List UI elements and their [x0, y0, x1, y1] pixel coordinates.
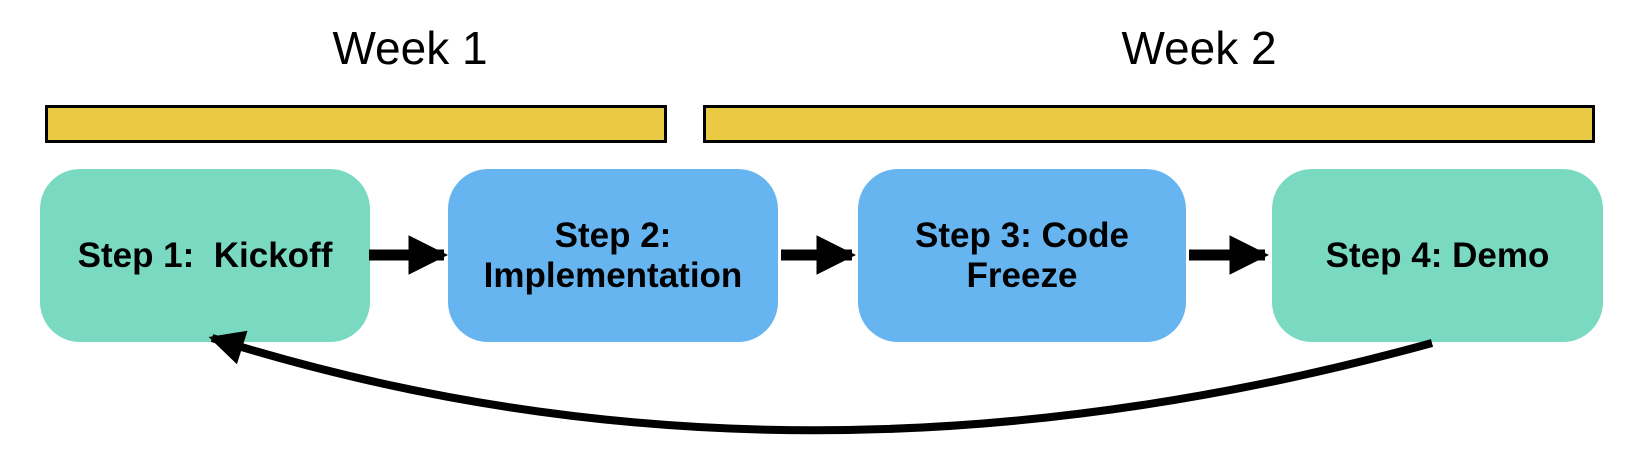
step-4-demo-box: Step 4: Demo: [1272, 169, 1603, 342]
arrow-step4-to-step1-feedback: [208, 330, 1434, 435]
week-1-timeline-bar: [45, 105, 667, 143]
step-2-label: Step 2: Implementation: [483, 215, 743, 295]
step-1-kickoff-box: Step 1: Kickoff: [40, 169, 370, 342]
step-2-implementation-box: Step 2: Implementation: [448, 169, 778, 342]
week-2-label: Week 2: [1121, 22, 1277, 74]
step-1-label: Step 1: Kickoff: [77, 235, 333, 275]
step-4-label: Step 4: Demo: [1325, 235, 1550, 275]
week-2-timeline-bar: [703, 105, 1595, 143]
week-1-label: Week 1: [332, 22, 488, 74]
step-3-label: Step 3: Code Freeze: [915, 215, 1129, 295]
step-3-code-freeze-box: Step 3: Code Freeze: [858, 169, 1186, 342]
